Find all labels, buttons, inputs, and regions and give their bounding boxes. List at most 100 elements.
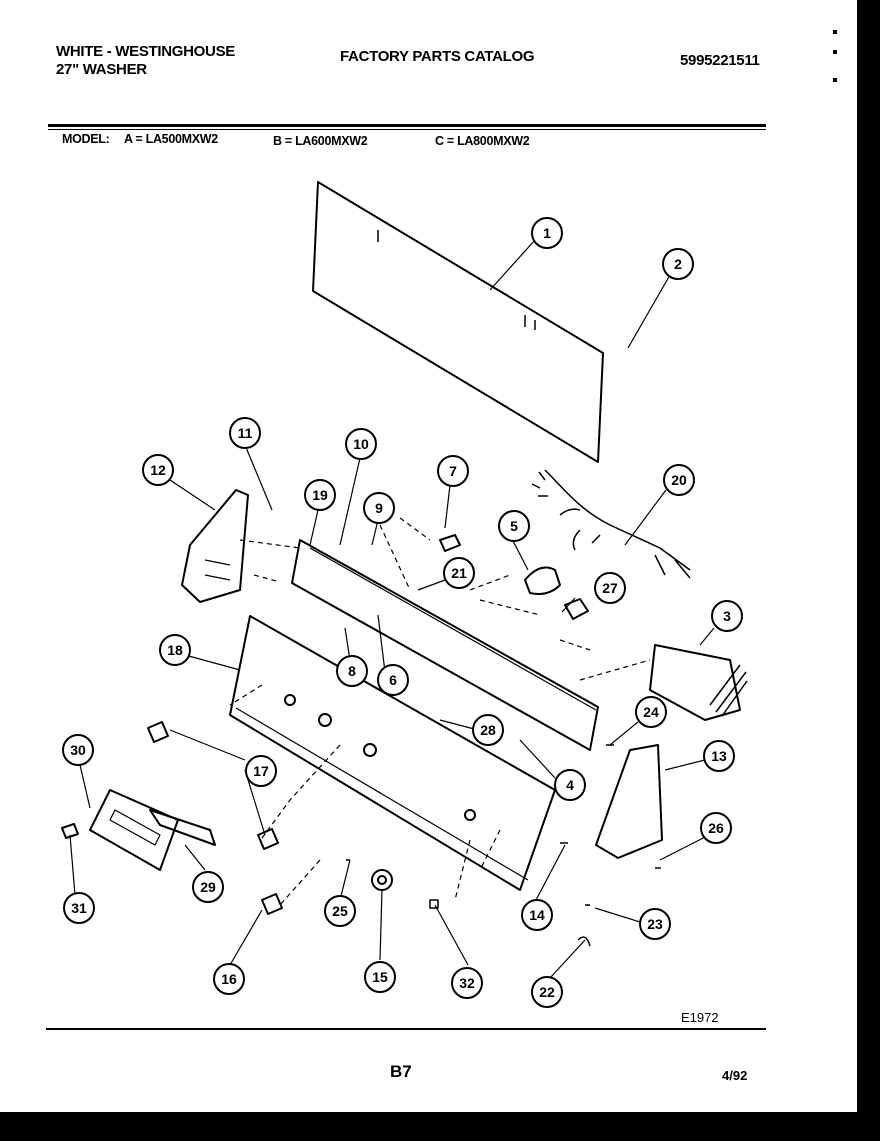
svg-text:20: 20 (671, 472, 687, 488)
scan-speck (833, 78, 837, 82)
callout-1: 1 (531, 217, 563, 249)
svg-text:4: 4 (566, 777, 574, 793)
light (61, 823, 79, 839)
svg-text:2: 2 (674, 256, 682, 272)
svg-text:15: 15 (372, 969, 388, 985)
scan-edge-bottom (0, 1112, 880, 1141)
knob-17a (147, 721, 169, 743)
svg-text:30: 30 (70, 742, 86, 758)
dial (371, 869, 393, 891)
callout-19: 19 (304, 479, 336, 511)
scan-speck (833, 30, 837, 34)
callout-17: 17 (245, 755, 277, 787)
callout-7: 7 (437, 455, 469, 487)
catalog-title: FACTORY PARTS CATALOG (340, 48, 535, 65)
left-endcap (181, 489, 249, 603)
callout-30: 30 (62, 734, 94, 766)
revision-date: 4/92 (722, 1068, 748, 1083)
svg-text:11: 11 (238, 425, 253, 441)
callout-23: 23 (639, 908, 671, 940)
svg-text:19: 19 (312, 487, 328, 503)
svg-text:22: 22 (539, 984, 555, 1000)
right-endcap (595, 744, 663, 859)
svg-text:8: 8 (348, 663, 356, 679)
callout-18: 18 (159, 634, 191, 666)
svg-text:26: 26 (708, 820, 724, 836)
callout-markers: 1 2 3 4 5 6 7 8 9 10 11 12 13 14 15 16 1… (62, 217, 743, 1008)
model-c: C = LA800MXW2 (435, 134, 530, 148)
callout-13: 13 (703, 740, 735, 772)
callout-10: 10 (345, 428, 377, 460)
callout-27: 27 (594, 572, 626, 604)
callout-22: 22 (531, 976, 563, 1008)
knob-17b (257, 828, 279, 850)
callout-26: 26 (700, 812, 732, 844)
svg-text:27: 27 (602, 580, 618, 596)
callout-3: 3 (711, 600, 743, 632)
callout-8: 8 (336, 655, 368, 687)
callout-25: 25 (324, 895, 356, 927)
svg-text:3: 3 (723, 608, 731, 624)
svg-text:23: 23 (647, 916, 663, 932)
svg-text:29: 29 (200, 879, 216, 895)
callout-24: 24 (635, 696, 667, 728)
switch-small (564, 598, 589, 620)
svg-text:17: 17 (253, 763, 269, 779)
svg-text:32: 32 (459, 975, 475, 991)
svg-text:13: 13 (711, 748, 727, 764)
svg-text:24: 24 (643, 704, 659, 720)
callout-31: 31 (63, 892, 95, 924)
svg-text:18: 18 (167, 642, 183, 658)
svg-text:16: 16 (221, 971, 237, 987)
bracket (89, 789, 179, 871)
svg-text:14: 14 (529, 907, 545, 923)
product-name: 27" WASHER (56, 61, 147, 78)
catalog-page: WHITE - WESTINGHOUSE 27" WASHER FACTORY … (46, 43, 766, 1083)
wire-harness (531, 469, 691, 579)
svg-text:12: 12 (150, 462, 166, 478)
rear-panel (312, 181, 604, 463)
callout-16: 16 (213, 963, 245, 995)
control-panel-frame (291, 539, 599, 751)
callout-12: 12 (142, 454, 174, 486)
footer-rule (46, 1028, 766, 1030)
svg-text:1: 1 (543, 225, 551, 241)
svg-text:28: 28 (480, 722, 496, 738)
callout-14: 14 (521, 899, 553, 931)
catalog-number: 5995221511 (680, 52, 760, 69)
callout-6: 6 (377, 664, 409, 696)
callout-20: 20 (663, 464, 695, 496)
model-label: MODEL: (62, 132, 110, 146)
brand-name: WHITE - WESTINGHOUSE (56, 43, 235, 60)
exploded-parts-diagram: 1 2 3 4 5 6 7 8 9 10 11 12 13 14 15 16 1… (61, 181, 748, 1008)
svg-text:25: 25 (332, 903, 348, 919)
svg-text:9: 9 (375, 500, 383, 516)
page-number: B7 (390, 1062, 412, 1081)
callout-11: 11 (229, 417, 261, 449)
selector (149, 809, 216, 846)
callout-2: 2 (662, 248, 694, 280)
callout-4: 4 (554, 769, 586, 801)
callout-15: 15 (364, 961, 396, 993)
clip (439, 534, 461, 552)
knob-16 (261, 893, 283, 915)
callout-29: 29 (192, 871, 224, 903)
scan-speck (833, 50, 837, 54)
callout-21: 21 (443, 557, 475, 589)
header-rule-thick (48, 124, 766, 127)
callout-9: 9 (363, 492, 395, 524)
svg-text:7: 7 (449, 463, 457, 479)
svg-text:5: 5 (510, 518, 518, 534)
model-b: B = LA600MXW2 (273, 134, 368, 148)
switch (524, 566, 561, 595)
svg-text:31: 31 (71, 900, 87, 916)
callout-28: 28 (472, 714, 504, 746)
svg-text:10: 10 (353, 436, 369, 452)
svg-text:21: 21 (451, 565, 467, 581)
header-rule-thin (48, 129, 766, 130)
callout-5: 5 (498, 510, 530, 542)
model-a: A = LA500MXW2 (124, 132, 218, 146)
console-front (229, 615, 556, 891)
scan-edge-right (857, 0, 880, 1141)
callout-32: 32 (451, 967, 483, 999)
